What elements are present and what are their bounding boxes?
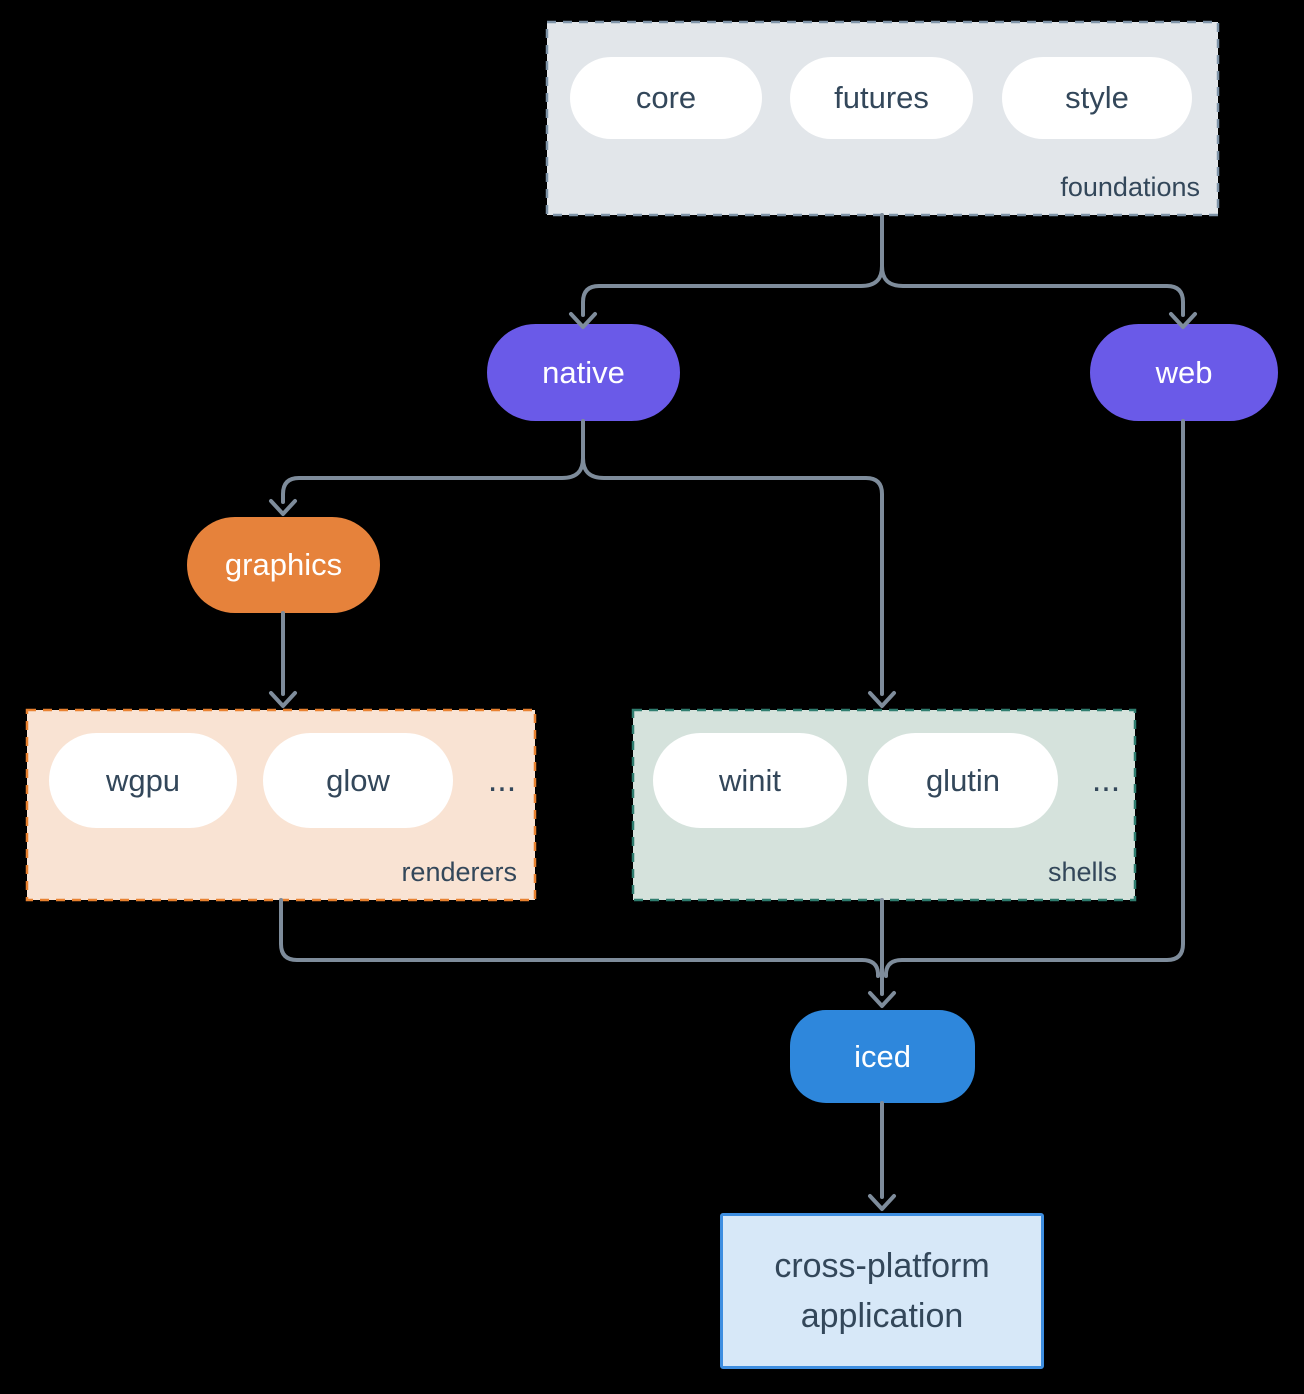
renderers-group-label: renderers: [401, 857, 517, 887]
edge-foundations-to-native: [581, 264, 884, 317]
shells-ellipsis: ...: [1091, 761, 1121, 799]
style-crate-pill: style: [1002, 57, 1192, 139]
renderers-ellipsis: ...: [487, 761, 517, 799]
edge-native-to-graphics: [281, 456, 585, 504]
renderers-group: wgpu glow ... renderers: [27, 710, 535, 900]
futures-crate-pill: futures: [790, 57, 973, 139]
shells-group-label: shells: [1047, 857, 1117, 887]
web-node: web: [1090, 324, 1278, 421]
glutin-crate-pill: glutin: [868, 733, 1058, 828]
arrowhead-application: [868, 1194, 896, 1211]
iced-node: iced: [790, 1010, 975, 1103]
native-node: native: [487, 324, 680, 421]
arrowhead-graphics: [269, 499, 297, 516]
wgpu-crate-pill: wgpu: [49, 733, 237, 828]
foundations-group-label: foundations: [1060, 172, 1200, 202]
cross-platform-application-node: cross-platform application: [720, 1213, 1044, 1369]
glow-crate-pill: glow: [263, 733, 453, 828]
winit-crate-pill: winit: [653, 733, 847, 828]
core-crate-pill: core: [570, 57, 762, 139]
edge-native-to-shells: [581, 456, 884, 696]
edge-renderers-to-iced: [279, 898, 880, 978]
foundations-group: core futures style foundations: [547, 22, 1218, 215]
graphics-node: graphics: [187, 517, 380, 613]
shells-group: winit glutin ... shells: [633, 710, 1135, 900]
arrowhead-renderers: [269, 691, 297, 708]
application-label-line2: application: [800, 1297, 964, 1335]
arrowhead-iced: [868, 991, 896, 1008]
arrowhead-shells: [868, 691, 896, 708]
application-label-line1: cross-platform: [774, 1247, 990, 1285]
edge-foundations-to-web: [880, 264, 1185, 317]
